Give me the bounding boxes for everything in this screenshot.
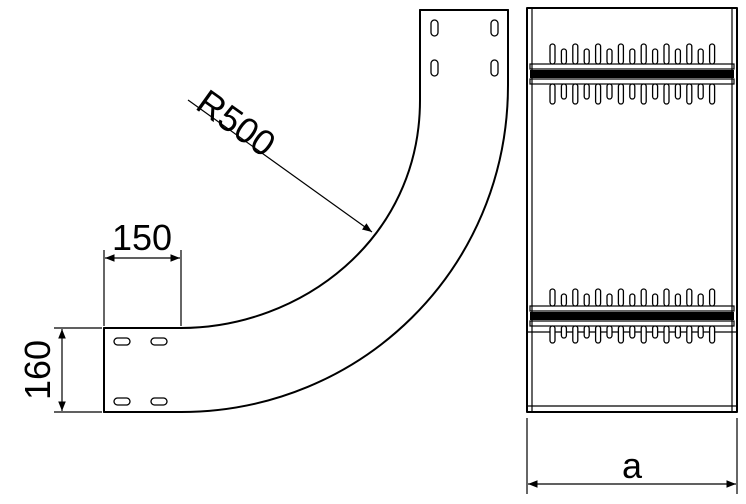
- rung-tooth: [629, 325, 636, 339]
- rung-tooth: [583, 293, 590, 307]
- rung-tooth: [617, 83, 625, 105]
- width-label: a: [622, 445, 643, 486]
- slot: [113, 397, 131, 406]
- rung-tooth: [549, 325, 556, 344]
- rung-tooth: [629, 293, 636, 307]
- bend-side-view: [103, 9, 509, 413]
- rung-tooth: [629, 48, 636, 65]
- rung-tooth: [617, 325, 625, 344]
- rung-tooth: [606, 48, 613, 65]
- rung-tooth: [572, 325, 579, 344]
- rung-tooth: [686, 325, 693, 344]
- rung-tooth: [686, 288, 693, 307]
- slot: [430, 19, 439, 37]
- rung-tooth: [708, 288, 716, 307]
- rung-tooth: [606, 325, 613, 339]
- rung-tooth: [663, 43, 670, 65]
- lower-rung: [529, 288, 735, 344]
- rung-tooth: [549, 83, 556, 105]
- rung-tooth: [697, 325, 704, 339]
- rung-tooth: [583, 325, 590, 339]
- rung-tooth: [697, 83, 704, 100]
- height-label: 160: [17, 340, 58, 400]
- bend-inner-arc: [103, 9, 421, 329]
- rung-tooth: [572, 43, 579, 65]
- rung-tooth: [697, 48, 704, 65]
- rung-tooth: [640, 288, 647, 307]
- rung-tooth: [640, 325, 647, 344]
- rung-tooth: [572, 288, 579, 307]
- rung-tooth: [594, 325, 602, 344]
- rung-tooth: [617, 288, 625, 307]
- rung-tooth: [560, 293, 568, 307]
- radius-label: R500: [189, 81, 283, 164]
- rung-tooth: [708, 325, 716, 344]
- rung-tooth: [674, 48, 682, 65]
- width-dimension: a: [526, 418, 738, 494]
- rung-tooth: [560, 48, 568, 65]
- rung-tooth: [640, 43, 647, 65]
- rung-tooth: [697, 293, 704, 307]
- rung-tooth: [686, 83, 693, 105]
- bend-outer-arc: [103, 9, 509, 413]
- rung-tooth: [594, 288, 602, 307]
- rung-tooth: [708, 43, 716, 65]
- slot: [150, 397, 168, 406]
- slot: [490, 19, 499, 37]
- rung-tooth: [606, 293, 613, 307]
- rung-tooth: [629, 83, 636, 100]
- rung-tooth: [549, 288, 556, 307]
- rung-tooth: [617, 43, 625, 65]
- rung-tooth: [572, 83, 579, 105]
- rung-tooth: [583, 83, 590, 100]
- front-view: [526, 7, 738, 413]
- rung-tooth: [560, 83, 568, 100]
- radius-dimension: R500: [187, 81, 373, 233]
- slot: [430, 59, 439, 77]
- rung-tooth: [651, 325, 659, 339]
- height-dimension: 160: [17, 327, 102, 413]
- rung-tooth: [606, 83, 613, 100]
- rung-tooth: [674, 293, 682, 307]
- rung-tooth: [651, 293, 659, 307]
- rung-tooth: [651, 83, 659, 100]
- rung-tooth: [651, 48, 659, 65]
- rung-tooth: [674, 325, 682, 339]
- rung-tooth: [594, 83, 602, 105]
- length-dimension: 150: [103, 217, 182, 326]
- rung-tooth: [674, 83, 682, 100]
- upper-rung: [529, 43, 735, 105]
- slot: [150, 337, 168, 346]
- rung-tooth: [663, 325, 670, 344]
- slot: [490, 59, 499, 77]
- rung-tooth: [583, 48, 590, 65]
- slot: [113, 337, 131, 346]
- length-label: 150: [112, 217, 172, 258]
- rung-tooth: [640, 83, 647, 105]
- rung-tooth: [549, 43, 556, 65]
- rung-tooth: [686, 43, 693, 65]
- rung-tooth: [560, 325, 568, 339]
- rung-tooth: [708, 83, 716, 105]
- rung-tooth: [663, 83, 670, 105]
- front-outer-frame: [526, 7, 738, 413]
- rung-tooth: [663, 288, 670, 307]
- rung-tooth: [594, 43, 602, 65]
